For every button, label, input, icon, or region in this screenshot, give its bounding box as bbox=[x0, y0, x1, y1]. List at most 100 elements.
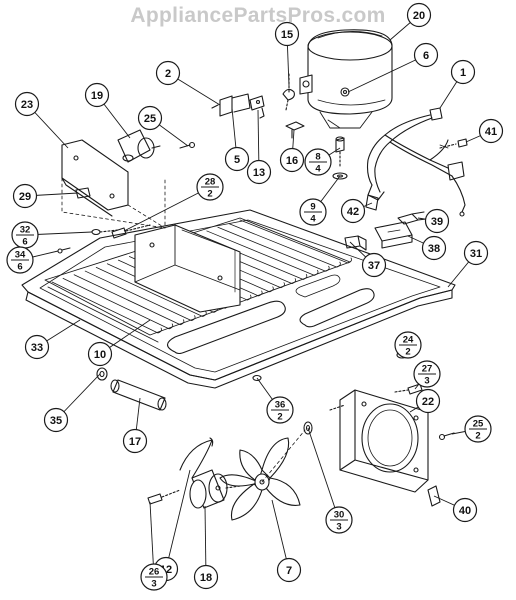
callout-c13[interactable]: 13 bbox=[246, 109, 272, 185]
callout-part-number: 15 bbox=[281, 29, 293, 41]
callout-part-number: 23 bbox=[21, 99, 33, 111]
clip-40-part bbox=[427, 485, 441, 507]
callout-circle bbox=[87, 341, 113, 367]
callout-part-number: 7 bbox=[286, 565, 292, 577]
callout-c12[interactable]: 12 bbox=[153, 469, 191, 582]
coil-tube bbox=[51, 281, 162, 334]
callout-quantity: 3 bbox=[151, 579, 156, 590]
rivet-36-part bbox=[252, 374, 262, 382]
callout-c31[interactable]: 31 bbox=[447, 240, 489, 288]
callout-circle bbox=[193, 564, 219, 590]
callout-c20[interactable]: 20 bbox=[389, 2, 432, 41]
callout-c7[interactable]: 7 bbox=[271, 499, 302, 583]
base-pan-part bbox=[21, 209, 456, 389]
callout-c38[interactable]: 38 bbox=[407, 235, 447, 261]
callout-part-number: 9 bbox=[310, 202, 315, 213]
callout-c26[interactable]: 263 bbox=[140, 501, 168, 591]
callout-c39[interactable]: 39 bbox=[417, 208, 450, 234]
callout-c25b[interactable]: 252 bbox=[451, 415, 492, 443]
callout-c16[interactable]: 16 bbox=[279, 129, 305, 173]
callout-c37[interactable]: 37 bbox=[349, 241, 387, 278]
callout-circle bbox=[24, 334, 50, 360]
callout-c6[interactable]: 6 bbox=[347, 42, 439, 93]
callout-leader-line bbox=[123, 186, 211, 232]
callout-part-number: 25 bbox=[144, 113, 156, 125]
callout-c29[interactable]: 29 bbox=[12, 183, 79, 209]
screw-25-part bbox=[179, 141, 196, 149]
divider-bracket-part bbox=[134, 224, 241, 313]
callout-quantity: 6 bbox=[17, 262, 22, 273]
callout-quantity: 2 bbox=[207, 189, 212, 200]
callout-c17[interactable]: 17 bbox=[122, 397, 148, 454]
callout-part-number: 31 bbox=[470, 248, 482, 260]
callout-c1[interactable]: 1 bbox=[439, 59, 476, 109]
callout-c15[interactable]: 15 bbox=[274, 21, 300, 87]
callout-c30[interactable]: 303 bbox=[307, 427, 353, 534]
callout-c42[interactable]: 42 bbox=[340, 198, 373, 224]
screw-26-part bbox=[147, 489, 181, 505]
callout-part-number: 27 bbox=[422, 364, 433, 375]
callout-part-number: 5 bbox=[234, 154, 240, 166]
coil-tube bbox=[239, 219, 352, 264]
callout-c8[interactable]: 84 bbox=[304, 147, 341, 176]
compressor-part bbox=[299, 29, 393, 129]
callout-part-number: 34 bbox=[15, 250, 26, 261]
callout-part-number: 42 bbox=[347, 206, 359, 218]
fan-blade-7-part bbox=[219, 429, 306, 521]
screw-41-part bbox=[439, 138, 468, 149]
callout-c33[interactable]: 33 bbox=[24, 319, 81, 360]
callout-c27[interactable]: 273 bbox=[413, 360, 441, 390]
callout-part-number: 35 bbox=[50, 415, 62, 427]
callout-circle bbox=[246, 159, 272, 185]
coil-tube bbox=[195, 234, 308, 280]
callout-c41[interactable]: 41 bbox=[465, 118, 504, 144]
callout-c24[interactable]: 242 bbox=[394, 331, 422, 359]
fan-shroud-22-part bbox=[329, 389, 429, 493]
callout-circle bbox=[424, 208, 450, 234]
callout-c19[interactable]: 19 bbox=[84, 82, 131, 139]
callout-circle bbox=[406, 2, 432, 28]
clip-29-part bbox=[75, 187, 91, 199]
callout-c18[interactable]: 18 bbox=[193, 505, 219, 590]
callout-c34[interactable]: 346 bbox=[6, 246, 59, 274]
callout-c35[interactable]: 35 bbox=[43, 373, 101, 433]
callout-circle bbox=[361, 252, 387, 278]
callout-c36[interactable]: 362 bbox=[256, 377, 294, 424]
callout-c10[interactable]: 10 bbox=[87, 319, 151, 367]
callout-circle bbox=[137, 105, 163, 131]
callout-quantity: 4 bbox=[310, 214, 316, 225]
coil-tube bbox=[62, 277, 174, 330]
callout-c32[interactable]: 326 bbox=[11, 221, 93, 249]
callout-circle bbox=[155, 60, 181, 86]
callout-quantity: 3 bbox=[424, 376, 429, 387]
coil-tube bbox=[228, 223, 341, 268]
callout-circle bbox=[413, 42, 439, 68]
callout-circle bbox=[340, 198, 366, 224]
tube-17-part bbox=[110, 379, 167, 411]
screw-27-part bbox=[394, 383, 423, 395]
callout-part-number: 6 bbox=[423, 50, 429, 62]
coil-tube bbox=[73, 274, 185, 326]
callout-c25a[interactable]: 25 bbox=[137, 105, 189, 147]
callout-part-number: 26 bbox=[149, 567, 160, 578]
callout-part-number: 36 bbox=[275, 400, 286, 411]
callout-c40[interactable]: 40 bbox=[433, 495, 478, 523]
callout-part-number: 18 bbox=[200, 572, 212, 584]
callout-part-number: 41 bbox=[485, 126, 497, 138]
callout-part-number: 10 bbox=[94, 349, 106, 361]
mounting-sleeve-part bbox=[332, 136, 348, 180]
callout-c9[interactable]: 94 bbox=[299, 175, 341, 226]
callout-quantity: 4 bbox=[315, 164, 321, 175]
callout-c23[interactable]: 23 bbox=[14, 91, 69, 149]
callout-part-number: 22 bbox=[422, 396, 434, 408]
callout-circle bbox=[415, 388, 441, 414]
callout-c2[interactable]: 2 bbox=[155, 60, 221, 106]
callout-circle bbox=[478, 118, 504, 144]
coil-tube bbox=[184, 237, 297, 284]
callout-c28[interactable]: 282 bbox=[123, 173, 224, 232]
callout-c22[interactable]: 22 bbox=[409, 388, 441, 414]
callout-c5[interactable]: 5 bbox=[224, 107, 250, 172]
callout-circle bbox=[450, 59, 476, 85]
